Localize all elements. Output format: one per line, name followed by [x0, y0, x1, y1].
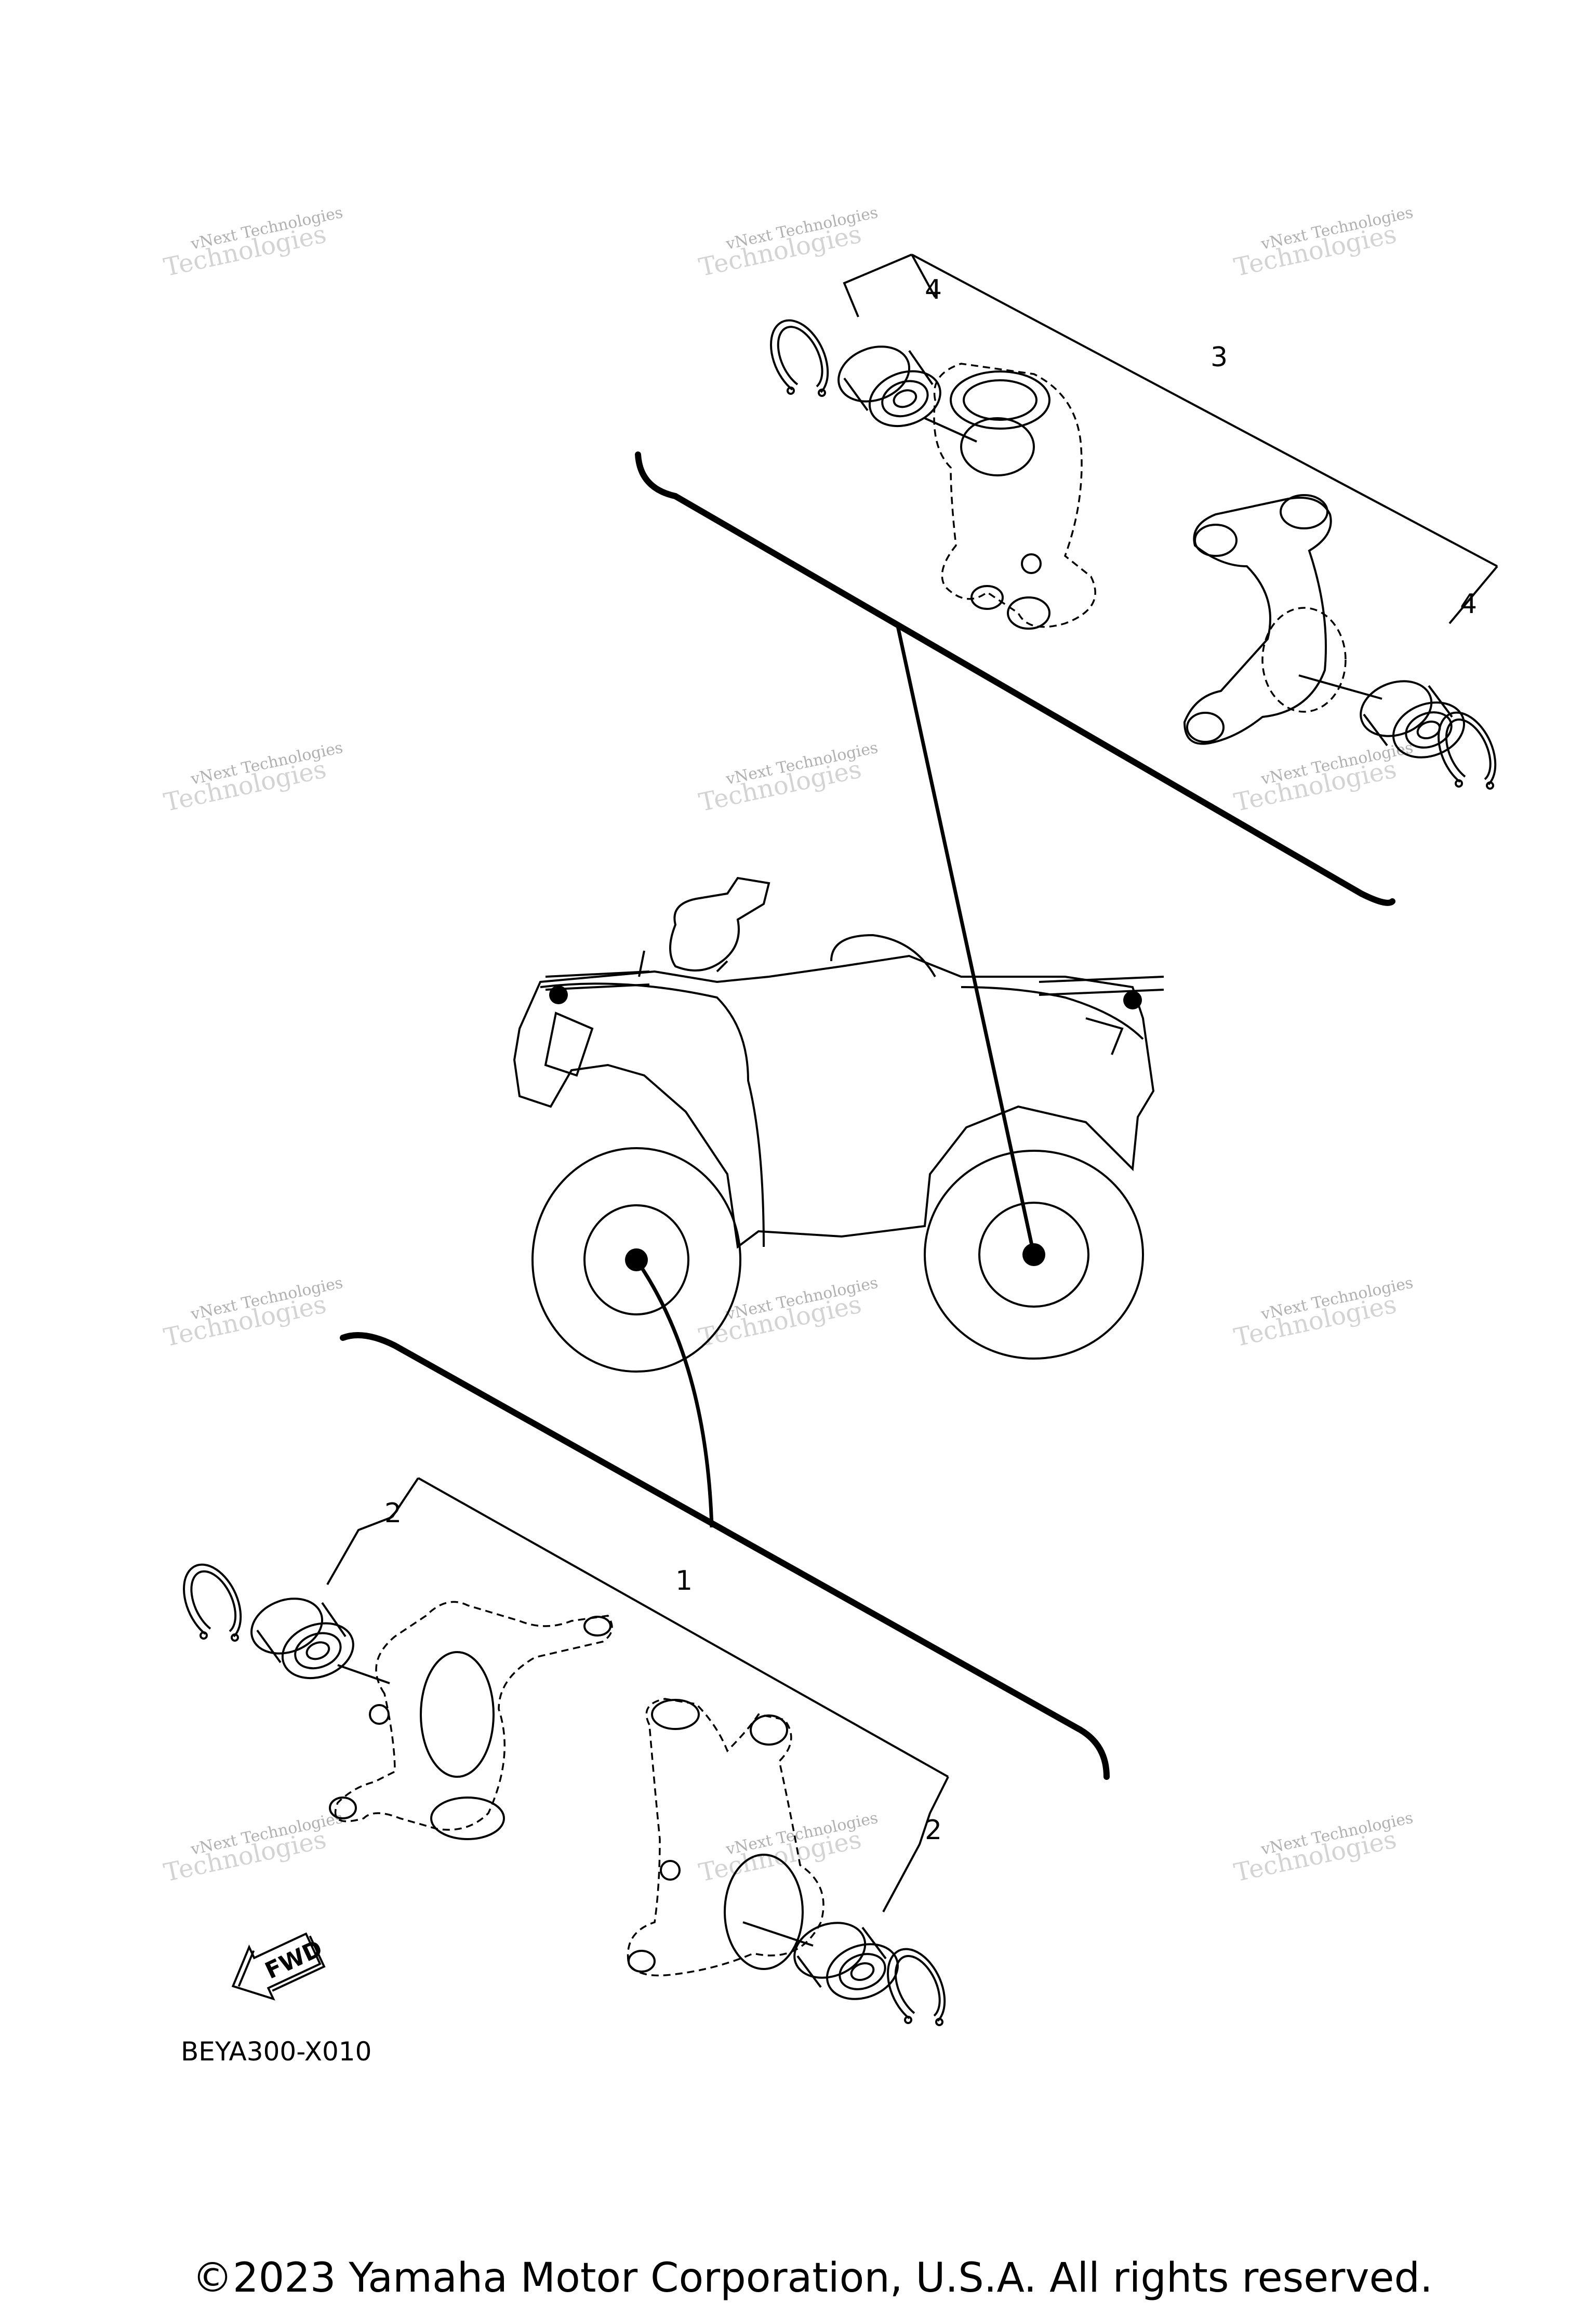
callout-2-left: 2: [384, 1498, 402, 1529]
rear-leader-line: [896, 626, 1036, 1255]
steering-knuckle-icon: [627, 1698, 824, 1977]
steering-knuckle-icon: [329, 1601, 613, 1840]
circlip-icon: [183, 1563, 242, 1642]
callout-bracket-3: [911, 254, 1498, 624]
front-section-bracket: [340, 1332, 1110, 1780]
diagram-code: BEYA300-X010: [181, 2037, 372, 2067]
bearing-icon: [793, 1922, 899, 2000]
callout-4-left: 4: [925, 274, 942, 305]
circlip-icon: [1438, 711, 1497, 790]
fwd-arrow-icon: FWD: [231, 1932, 326, 2001]
rear-wheel-marker: [1022, 1243, 1045, 1266]
rear-knuckle-icon: [1183, 494, 1347, 745]
callout-leader-2b: [882, 1813, 931, 1912]
bearing-icon: [1360, 680, 1465, 759]
copyright-notice: ©2023 Yamaha Motor Corporation, U.S.A. A…: [192, 2255, 1433, 2301]
front-leader-line: [635, 1259, 714, 1528]
rear-section-bracket: [635, 451, 1395, 906]
front-assembly-group: 1 2 2: [183, 1259, 1110, 2026]
circlip-icon: [770, 319, 829, 397]
callout-2-right: 2: [925, 1815, 942, 1846]
callout-1: 1: [675, 1565, 693, 1596]
bearing-icon: [837, 345, 941, 428]
front-rack-marker: [549, 986, 568, 1004]
callout-leader-2a: [326, 1516, 393, 1585]
callout-4-right: 4: [1460, 589, 1477, 620]
callout-leader-4a: [843, 254, 912, 317]
atv-icon: [513, 876, 1164, 1373]
rear-assembly-group: 3 4 4: [635, 254, 1498, 1255]
rear-knuckle-icon: [933, 363, 1096, 630]
callout-3: 3: [1211, 342, 1228, 373]
watermarks: Technologies vNext Technologies Technolo…: [161, 204, 1415, 1888]
bearing-icon: [250, 1598, 354, 1680]
callout-bracket-1: [391, 1477, 949, 1814]
circlip-icon: [887, 1948, 946, 2026]
rear-rack-marker: [1123, 991, 1142, 1009]
